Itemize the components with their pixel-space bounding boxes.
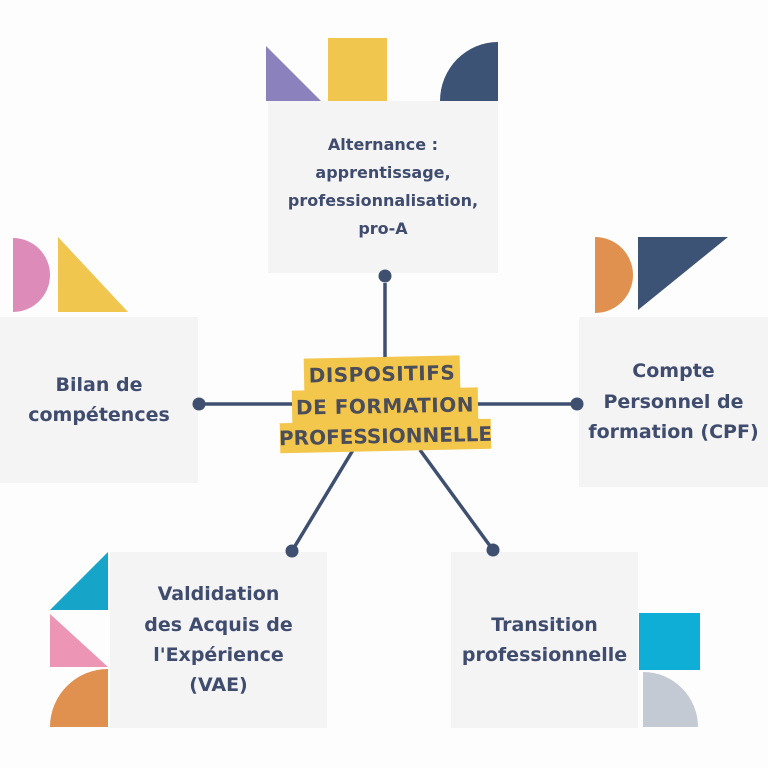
connector-dot-top bbox=[378, 269, 392, 283]
node-vae: Valdidation des Acquis de l'Expérience (… bbox=[110, 552, 327, 728]
connector-dot-bottom-right bbox=[486, 543, 500, 557]
decorative-cyan-square bbox=[639, 613, 700, 670]
connector-bottom-right bbox=[418, 448, 495, 552]
node-transition-professionnelle: Transition professionnelle bbox=[451, 552, 638, 728]
connector-dot-right bbox=[570, 397, 584, 411]
connector-dot-bottom-left bbox=[285, 544, 299, 558]
decorative-yellow-square bbox=[328, 38, 387, 101]
decorative-yellow-triangle bbox=[58, 237, 128, 312]
node-vae-label: Valdidation des Acquis de l'Expérience (… bbox=[144, 583, 293, 697]
node-cpf-label: Compte Personnel de formation (CPF) bbox=[588, 360, 759, 444]
node-alternance: Alternance : apprentissage, professionna… bbox=[268, 101, 498, 273]
node-transition-label: Transition professionnelle bbox=[461, 613, 628, 666]
decorative-purple-triangle bbox=[266, 46, 321, 101]
center-title-line-2: DE FORMATION bbox=[291, 387, 479, 424]
connector-bottom-left bbox=[290, 449, 355, 552]
center-title-line-1: DISPOSITIFS bbox=[303, 355, 461, 392]
node-compte-personnel-formation: Compte Personnel de formation (CPF) bbox=[579, 317, 768, 487]
decorative-pink-triangle bbox=[50, 614, 108, 667]
node-bilan-label: Bilan de compétences bbox=[28, 373, 170, 426]
decorative-navy-triangle bbox=[638, 237, 728, 310]
decorative-teal-triangle bbox=[50, 552, 108, 610]
connector-dot-left bbox=[192, 397, 206, 411]
node-bilan-de-competences: Bilan de compétences bbox=[0, 317, 198, 483]
node-alternance-label: Alternance : apprentissage, professionna… bbox=[287, 135, 479, 238]
center-title-line-3: PROFESSIONNELLE bbox=[279, 418, 492, 454]
